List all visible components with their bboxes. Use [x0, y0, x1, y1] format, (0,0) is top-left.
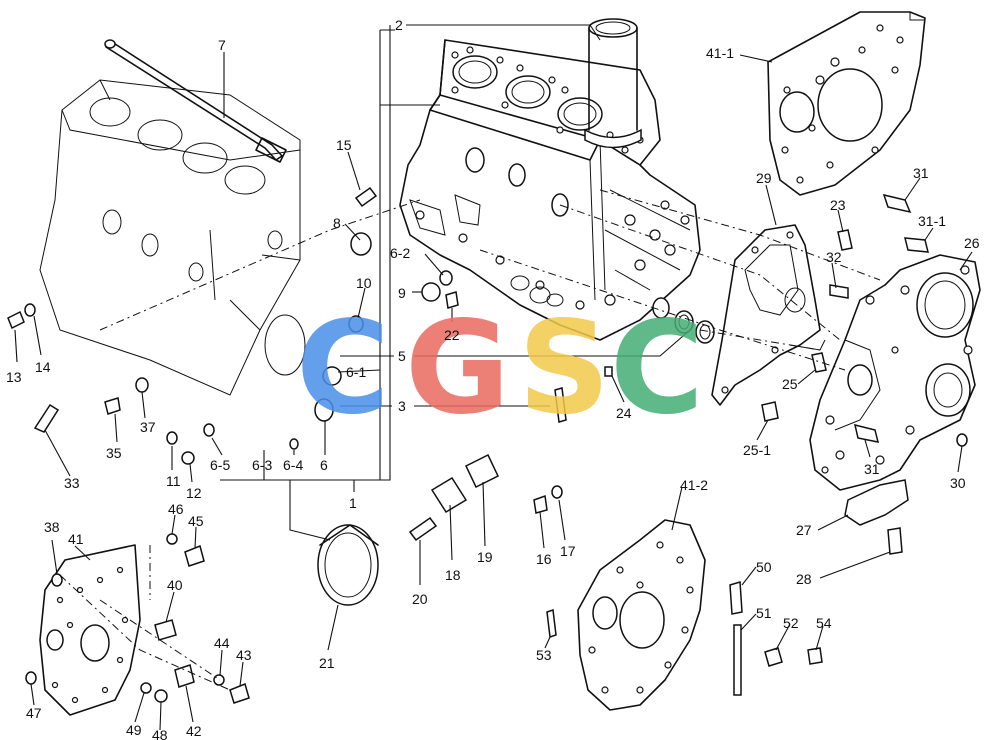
label-45: 45: [188, 513, 204, 529]
gear-case-gasket: [711, 224, 826, 406]
rear-plate-41-2: [577, 519, 706, 711]
label-38: 38: [44, 519, 60, 535]
label-37: 37: [140, 419, 156, 435]
label-51: 51: [756, 605, 772, 621]
label-48: 48: [152, 727, 168, 740]
label-3: 3: [398, 398, 406, 414]
label-20: 20: [412, 591, 428, 607]
label-6-5: 6-5: [210, 457, 230, 473]
label-30: 30: [950, 475, 966, 491]
label-26: 26: [964, 235, 980, 251]
label-13: 13: [6, 369, 22, 385]
label-12: 12: [186, 485, 202, 501]
label-40: 40: [167, 577, 183, 593]
label-11: 11: [166, 473, 181, 489]
label-49: 49: [126, 722, 142, 738]
label-21: 21: [319, 655, 335, 671]
cylinder-liner: [584, 18, 642, 149]
label-10: 10: [356, 275, 372, 291]
label-47: 47: [26, 705, 42, 721]
label-41-1: 41-1: [706, 45, 734, 61]
label-53: 53: [536, 647, 552, 663]
assembly-centerlines: [59, 189, 881, 691]
label-27: 27: [796, 522, 812, 538]
watermark-letter-c2: C: [610, 294, 704, 443]
label-6-2: 6-2: [390, 245, 410, 261]
label-32: 32: [826, 249, 842, 265]
label-46: 46: [168, 501, 184, 517]
label-28: 28: [796, 571, 812, 587]
label-52: 52: [783, 615, 799, 631]
label-41: 41: [68, 531, 84, 547]
dipstick: [104, 39, 287, 163]
label-24: 24: [616, 405, 632, 421]
label-29: 29: [756, 170, 772, 186]
label-6-3: 6-3: [252, 457, 272, 473]
label-9: 9: [398, 285, 406, 301]
label-35: 35: [106, 445, 122, 461]
label-1: 1: [349, 495, 357, 511]
label-6-1: 6-1: [346, 364, 366, 380]
label-8: 8: [333, 215, 341, 231]
part-labels: 7 2 15 8 6-2 10 9 22 5 6-1 3 13 14 33 35…: [6, 17, 980, 740]
label-43: 43: [236, 647, 252, 663]
label-2: 2: [395, 17, 403, 33]
label-17: 17: [560, 543, 576, 559]
label-44: 44: [214, 635, 230, 651]
label-31-top: 31: [913, 165, 929, 181]
label-50: 50: [756, 559, 772, 575]
label-7: 7: [218, 37, 226, 53]
label-22: 22: [444, 327, 460, 343]
label-41-2: 41-2: [680, 477, 708, 493]
watermark-letter-g: G: [405, 294, 510, 443]
oil-seal-21: [317, 524, 379, 606]
rear-plate-41-1: [767, 11, 926, 196]
label-54: 54: [816, 615, 832, 631]
label-42: 42: [186, 723, 202, 739]
label-15: 15: [336, 137, 352, 153]
label-6: 6: [320, 457, 328, 473]
small-parts: [7, 186, 968, 704]
rear-plate-41: [39, 544, 141, 716]
phantom-cylinder-block: [39, 79, 306, 396]
gear-case: [809, 254, 981, 491]
label-25: 25: [782, 376, 798, 392]
leader-lines: [14, 24, 973, 731]
label-31-1: 31-1: [918, 213, 946, 229]
watermark-letter-s: S: [518, 294, 610, 443]
label-19: 19: [477, 549, 493, 565]
label-5: 5: [398, 348, 406, 364]
label-25-1: 25-1: [743, 442, 771, 458]
label-31-bottom: 31: [864, 461, 880, 477]
label-6-4: 6-4: [283, 457, 303, 473]
watermark-letter-c1: C: [296, 294, 390, 443]
label-14: 14: [35, 359, 51, 375]
label-16: 16: [536, 551, 552, 567]
label-18: 18: [445, 567, 461, 583]
watermark-logo: C G S C: [296, 294, 704, 443]
cylinder-block: [399, 39, 701, 341]
label-33: 33: [64, 475, 80, 491]
label-23: 23: [830, 197, 846, 213]
